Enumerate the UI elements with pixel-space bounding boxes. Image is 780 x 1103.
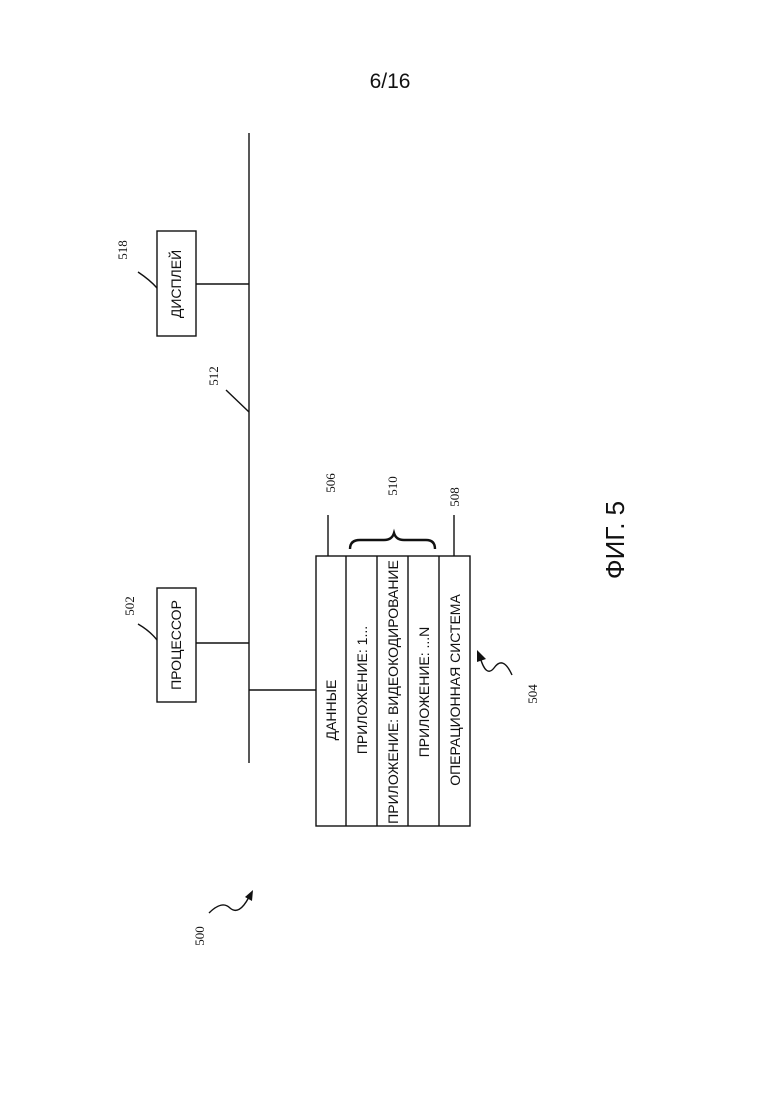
figure-ref: 500 bbox=[192, 926, 207, 946]
memory-row-video-app-label: ПРИЛОЖЕНИЕ: ВИДЕОКОДИРОВАНИЕ bbox=[385, 560, 401, 824]
applications-ref: 510 bbox=[385, 476, 400, 496]
display-ref: 518 bbox=[115, 240, 130, 260]
memory-ref: 504 bbox=[525, 684, 540, 704]
processor-ref-leader bbox=[138, 624, 157, 640]
display-ref-leader bbox=[138, 272, 157, 288]
figure-caption: ФИГ. 5 bbox=[600, 501, 630, 579]
memory-ref-arrowhead bbox=[477, 650, 486, 662]
applications-brace bbox=[350, 533, 435, 549]
processor-ref: 502 bbox=[122, 596, 137, 616]
figure-ref-arrow bbox=[209, 897, 249, 913]
memory-ref-arrow bbox=[480, 657, 512, 675]
memory-row-data-label: ДАННЫЕ bbox=[323, 680, 339, 741]
bus-leader bbox=[226, 390, 249, 412]
processor-label: ПРОЦЕССОР bbox=[168, 600, 184, 690]
memory-row-app1-label: ПРИЛОЖЕНИЕ: 1... bbox=[354, 626, 370, 754]
bus-ref: 512 bbox=[206, 366, 221, 386]
memory-row-appn-label: ПРИЛОЖЕНИЕ: ...N bbox=[416, 627, 432, 758]
os-ref: 508 bbox=[447, 487, 462, 507]
display-label: ДИСПЛЕЙ bbox=[167, 250, 184, 318]
data-ref: 506 bbox=[323, 473, 338, 493]
memory-row-os-label: ОПЕРАЦИОННАЯ СИСТЕМА bbox=[447, 594, 463, 786]
figure-ref-arrowhead bbox=[245, 890, 253, 901]
